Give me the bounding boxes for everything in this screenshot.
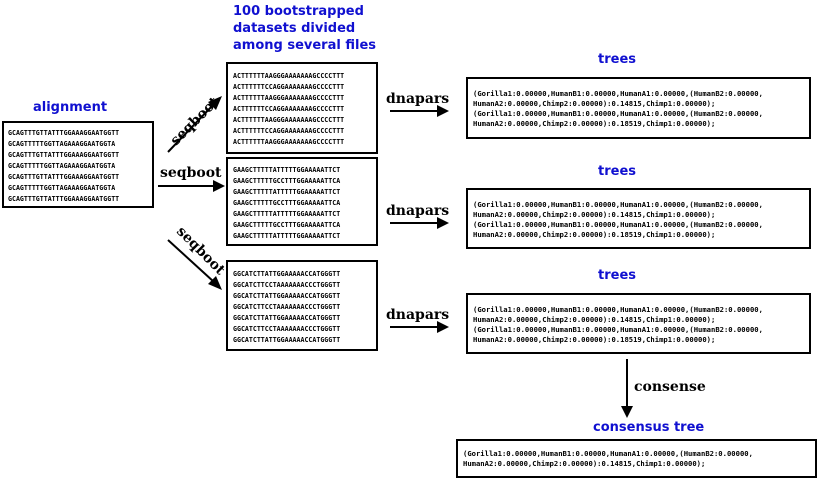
alignment-box (2, 121, 154, 208)
datasets-label-line2: datasets divided (233, 21, 355, 36)
dataset-row: GAAGCTTTTTATTTTTGGAAAAATTCT (233, 232, 340, 240)
dataset-row: ACTTTTTTCCAGGAAAAAAAGCCCCTTT (233, 105, 344, 113)
alignment-row: GCAGTTTGTTATTTGGAAAGGAATGGTT (8, 195, 119, 203)
dataset-row: GGCATCTTATTGGAAAAACCATGGGTT (233, 336, 340, 344)
dataset-row: GGCATCTTCCTAAAAAAACCCTGGGTT (233, 281, 340, 289)
dataset-row: GAAGCTTTTTGCCTTTGGAAAAATTCA (233, 199, 340, 207)
dataset-row: ACTTTTTTAAGGGAAAAAAAGCCCCTTT (233, 138, 344, 146)
dataset-row: GAAGCTTTTTATTTTTGGAAAAATTCT (233, 210, 340, 218)
trees-label: trees (598, 164, 636, 179)
alignment-row: GCAGTTTGTTATTTGGAAAGGAATGGTT (8, 151, 119, 159)
tree-file-2-lines: (Gorilla1:0.00000,HumanB1:0.00000,HumanA… (473, 200, 763, 239)
tree-line: HumanA2:0.00000,Chimp2:0.00000):0.14815,… (473, 210, 715, 219)
dataset-row: GAAGCTTTTTGCCTTTGGAAAAATTCA (233, 221, 340, 229)
tree-line: HumanA2:0.00000,Chimp2:0.00000):0.14815,… (473, 99, 715, 108)
dataset-row: ACTTTTTTCCAGGAAAAAAAGCCCCTTT (233, 83, 344, 91)
dnapars-label: dnapars (386, 203, 449, 219)
dataset-row: GGCATCTTATTGGAAAAACCATGGGTT (233, 314, 340, 322)
arrow-head (437, 105, 449, 117)
consensus-line: HumanA2:0.00000,Chimp2:0.00000):0.14815,… (463, 459, 705, 468)
alignment-sequences: GCAGTTTGTTATTTGGAAAGGAATGGTT GCAGTTTTTGG… (8, 129, 119, 203)
alignment-row: GCAGTTTGTTATTTGGAAAGGAATGGTT (8, 129, 119, 137)
dataset-file-2-sequences: GAAGCTTTTTATTTTTGGAAAAATTCT GAAGCTTTTTGC… (233, 166, 340, 240)
tree-line: HumanA2:0.00000,Chimp2:0.00000):0.18519,… (473, 335, 715, 344)
datasets-label-line1: 100 bootstrapped (233, 4, 364, 19)
dataset-row: GGCATCTTATTGGAAAAACCATGGGTT (233, 270, 340, 278)
dataset-row: GGCATCTTCCTAAAAAAACCCTGGGTT (233, 303, 340, 311)
seqboot-arrow-upper (167, 103, 215, 153)
alignment-row: GCAGTTTTTGGTTAGAAAGGAATGGTA (8, 140, 115, 148)
tree-file-1-lines: (Gorilla1:0.00000,HumanB1:0.00000,HumanA… (473, 89, 763, 128)
tree-line: (Gorilla1:0.00000,HumanB1:0.00000,HumanA… (473, 89, 763, 98)
tree-line: (Gorilla1:0.00000,HumanB1:0.00000,HumanA… (473, 220, 763, 229)
dnapars-label: dnapars (386, 91, 449, 107)
arrow-head (437, 217, 449, 229)
consensus-tree-label: consensus tree (593, 420, 704, 435)
alignment-label: alignment (33, 100, 107, 115)
dnapars-label: dnapars (386, 307, 449, 323)
trees-label: trees (598, 268, 636, 283)
tree-line: HumanA2:0.00000,Chimp2:0.00000):0.18519,… (473, 230, 715, 239)
dataset-row: GGCATCTTATTGGAAAAACCATGGGTT (233, 292, 340, 300)
tree-file-box (466, 188, 811, 249)
consensus-tree-lines: (Gorilla1:0.00000,HumanB1:0.00000,HumanA… (463, 449, 753, 468)
arrow-head (437, 321, 449, 333)
tree-file-3-lines: (Gorilla1:0.00000,HumanB1:0.00000,HumanA… (473, 305, 763, 344)
dataset-file-box (226, 157, 378, 246)
tree-line: (Gorilla1:0.00000,HumanB1:0.00000,HumanA… (473, 109, 763, 118)
tree-line: HumanA2:0.00000,Chimp2:0.00000):0.14815,… (473, 315, 715, 324)
consense-label: consense (634, 379, 706, 395)
tree-line: HumanA2:0.00000,Chimp2:0.00000):0.18519,… (473, 119, 715, 128)
arrow-head (621, 406, 633, 418)
alignment-row: GCAGTTTTTGGTTAGAAAGGAATGGTA (8, 184, 115, 192)
arrow-head (208, 96, 222, 110)
dataset-file-box (226, 62, 378, 154)
dataset-row: ACTTTTTTAAGGGAAAAAAAGCCCCTTT (233, 94, 344, 102)
tree-line: (Gorilla1:0.00000,HumanB1:0.00000,HumanA… (473, 325, 763, 334)
alignment-row: GCAGTTTGTTATTTGGAAAGGAATGGTT (8, 173, 119, 181)
alignment-row: GCAGTTTTTGGTTAGAAAGGAATGGTA (8, 162, 115, 170)
dataset-row: GAAGCTTTTTATTTTTGGAAAAATTCT (233, 166, 340, 174)
seqboot-label-upper: seqboot (168, 94, 223, 149)
dataset-row: ACTTTTTTCCAGGAAAAAAAGCCCCTTT (233, 127, 344, 135)
dataset-row: ACTTTTTTAAGGGAAAAAAAGCCCCTTT (233, 116, 344, 124)
arrow-head (208, 276, 222, 290)
dataset-row: GAAGCTTTTTGCCTTTGGAAAAATTCA (233, 177, 340, 185)
seqboot-label-middle: seqboot (160, 165, 222, 181)
dataset-file-1-sequences: ACTTTTTTAAGGGAAAAAAAGCCCCTTT ACTTTTTTCCA… (233, 72, 344, 146)
dataset-row: GGCATCTTCCTAAAAAAACCCTGGGTT (233, 325, 340, 333)
arrow-head (213, 180, 225, 192)
consensus-line: (Gorilla1:0.00000,HumanB1:0.00000,HumanA… (463, 449, 753, 458)
consensus-tree-box (456, 439, 817, 478)
datasets-label-line3: among several files (233, 38, 376, 53)
dataset-file-3-sequences: GGCATCTTATTGGAAAAACCATGGGTT GGCATCTTCCTA… (233, 270, 340, 344)
tree-line: (Gorilla1:0.00000,HumanB1:0.00000,HumanA… (473, 200, 763, 209)
dataset-row: ACTTTTTTAAGGGAAAAAAAGCCCCTTT (233, 72, 344, 80)
tree-file-box (466, 77, 811, 139)
trees-label: trees (598, 52, 636, 67)
dataset-file-box (226, 260, 378, 351)
tree-file-box (466, 293, 811, 354)
seqboot-arrow-lower (167, 239, 215, 283)
tree-line: (Gorilla1:0.00000,HumanB1:0.00000,HumanA… (473, 305, 763, 314)
dataset-row: GAAGCTTTTTATTTTTGGAAAAATTCT (233, 188, 340, 196)
